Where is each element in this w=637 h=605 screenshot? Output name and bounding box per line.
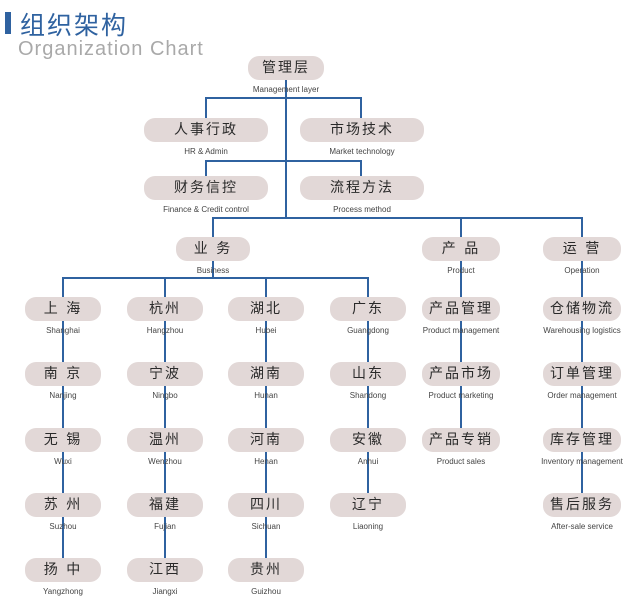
connector-line [205, 160, 362, 162]
unit-5-0-label: Warehousing logistics [543, 326, 621, 335]
unit-1-0-label: Hangzhou [146, 326, 184, 335]
management-node[interactable]: 管理层 [248, 56, 324, 80]
unit-2-2-label: Henan [254, 457, 278, 466]
unit-0-4-node[interactable]: 扬 中 [25, 558, 101, 582]
unit-1-0-node[interactable]: 杭州 [127, 297, 203, 321]
unit-2-3-node[interactable]: 四川 [228, 493, 304, 517]
unit-0-1-label: Nanjing [49, 391, 77, 400]
division-2-label: Operation [564, 266, 600, 275]
unit-0-3-node[interactable]: 苏 州 [25, 493, 101, 517]
staff-3-label: Process method [333, 205, 391, 214]
unit-3-2-label: Anhui [357, 457, 379, 466]
unit-0-0-node[interactable]: 上 海 [25, 297, 101, 321]
unit-4-1-label: Product marketing [428, 391, 494, 400]
unit-2-1-node[interactable]: 湖南 [228, 362, 304, 386]
connector-line [360, 97, 362, 118]
unit-1-3-label: Fujian [154, 522, 176, 531]
connector-line [164, 277, 166, 558]
unit-1-3-node[interactable]: 福建 [127, 493, 203, 517]
unit-0-2-node[interactable]: 无 锡 [25, 428, 101, 452]
connector-line [62, 277, 369, 279]
connector-line [285, 80, 287, 219]
unit-3-0-node[interactable]: 广东 [330, 297, 406, 321]
unit-1-1-node[interactable]: 宁波 [127, 362, 203, 386]
management-label: Management layer [252, 85, 320, 94]
staff-1-node[interactable]: 市场技术 [300, 118, 424, 142]
connector-line [460, 261, 462, 428]
division-1-node[interactable]: 产 品 [422, 237, 500, 261]
unit-4-2-node[interactable]: 产品专销 [422, 428, 500, 452]
unit-3-3-label: Liaoning [352, 522, 384, 531]
connector-line [212, 217, 583, 219]
division-1-label: Product [447, 266, 475, 275]
unit-5-2-node[interactable]: 库存管理 [543, 428, 621, 452]
unit-0-2-label: Wuxi [54, 457, 72, 466]
page-subtitle: Organization Chart [18, 38, 204, 60]
connector-line [62, 277, 64, 558]
connector-line [212, 217, 214, 237]
staff-1-label: Market technology [329, 147, 395, 156]
connector-line [205, 160, 207, 176]
unit-1-4-node[interactable]: 江西 [127, 558, 203, 582]
unit-4-1-node[interactable]: 产品市场 [422, 362, 500, 386]
staff-2-label: Finance & Credit control [163, 205, 249, 214]
unit-2-0-label: Hubei [255, 326, 277, 335]
staff-0-label: HR & Admin [184, 147, 228, 156]
unit-2-4-node[interactable]: 贵州 [228, 558, 304, 582]
unit-2-3-label: Sichuan [251, 522, 281, 531]
unit-2-4-label: Guizhou [251, 587, 281, 596]
connector-line [460, 217, 462, 237]
unit-0-3-label: Suzhou [49, 522, 77, 531]
connector-line [265, 277, 267, 558]
unit-2-0-node[interactable]: 湖北 [228, 297, 304, 321]
unit-2-2-node[interactable]: 河南 [228, 428, 304, 452]
unit-5-0-node[interactable]: 仓储物流 [543, 297, 621, 321]
unit-3-2-node[interactable]: 安徽 [330, 428, 406, 452]
unit-0-0-label: Shanghai [46, 326, 80, 335]
unit-1-2-label: Wenzhou [148, 457, 182, 466]
unit-5-3-node[interactable]: 售后服务 [543, 493, 621, 517]
unit-1-2-node[interactable]: 温州 [127, 428, 203, 452]
division-0-node[interactable]: 业 务 [176, 237, 250, 261]
staff-3-node[interactable]: 流程方法 [300, 176, 424, 200]
unit-5-3-label: After-sale service [551, 522, 613, 531]
unit-5-1-label: Order management [547, 391, 617, 400]
connector-line [360, 160, 362, 176]
staff-0-node[interactable]: 人事行政 [144, 118, 268, 142]
unit-4-2-label: Product sales [436, 457, 486, 466]
connector-line [205, 97, 362, 99]
unit-3-0-label: Guangdong [347, 326, 389, 335]
unit-3-1-label: Shandong [349, 391, 387, 400]
unit-0-4-label: Yangzhong [43, 587, 83, 596]
division-2-node[interactable]: 运 营 [543, 237, 621, 261]
unit-2-1-label: Hunan [254, 391, 278, 400]
unit-4-0-label: Product management [422, 326, 500, 335]
connector-line [205, 97, 207, 118]
staff-2-node[interactable]: 财务信控 [144, 176, 268, 200]
unit-3-1-node[interactable]: 山东 [330, 362, 406, 386]
division-0-label: Business [196, 266, 230, 275]
unit-3-3-node[interactable]: 辽宁 [330, 493, 406, 517]
connector-line [212, 261, 214, 278]
title-accent-bar [5, 12, 11, 34]
unit-5-2-label: Inventory management [541, 457, 623, 466]
unit-0-1-node[interactable]: 南 京 [25, 362, 101, 386]
unit-1-4-label: Jiangxi [152, 587, 178, 596]
unit-5-1-node[interactable]: 订单管理 [543, 362, 621, 386]
unit-1-1-label: Ningbo [152, 391, 178, 400]
page-title: 组织架构 [20, 11, 129, 40]
unit-4-0-node[interactable]: 产品管理 [422, 297, 500, 321]
connector-line [581, 217, 583, 237]
